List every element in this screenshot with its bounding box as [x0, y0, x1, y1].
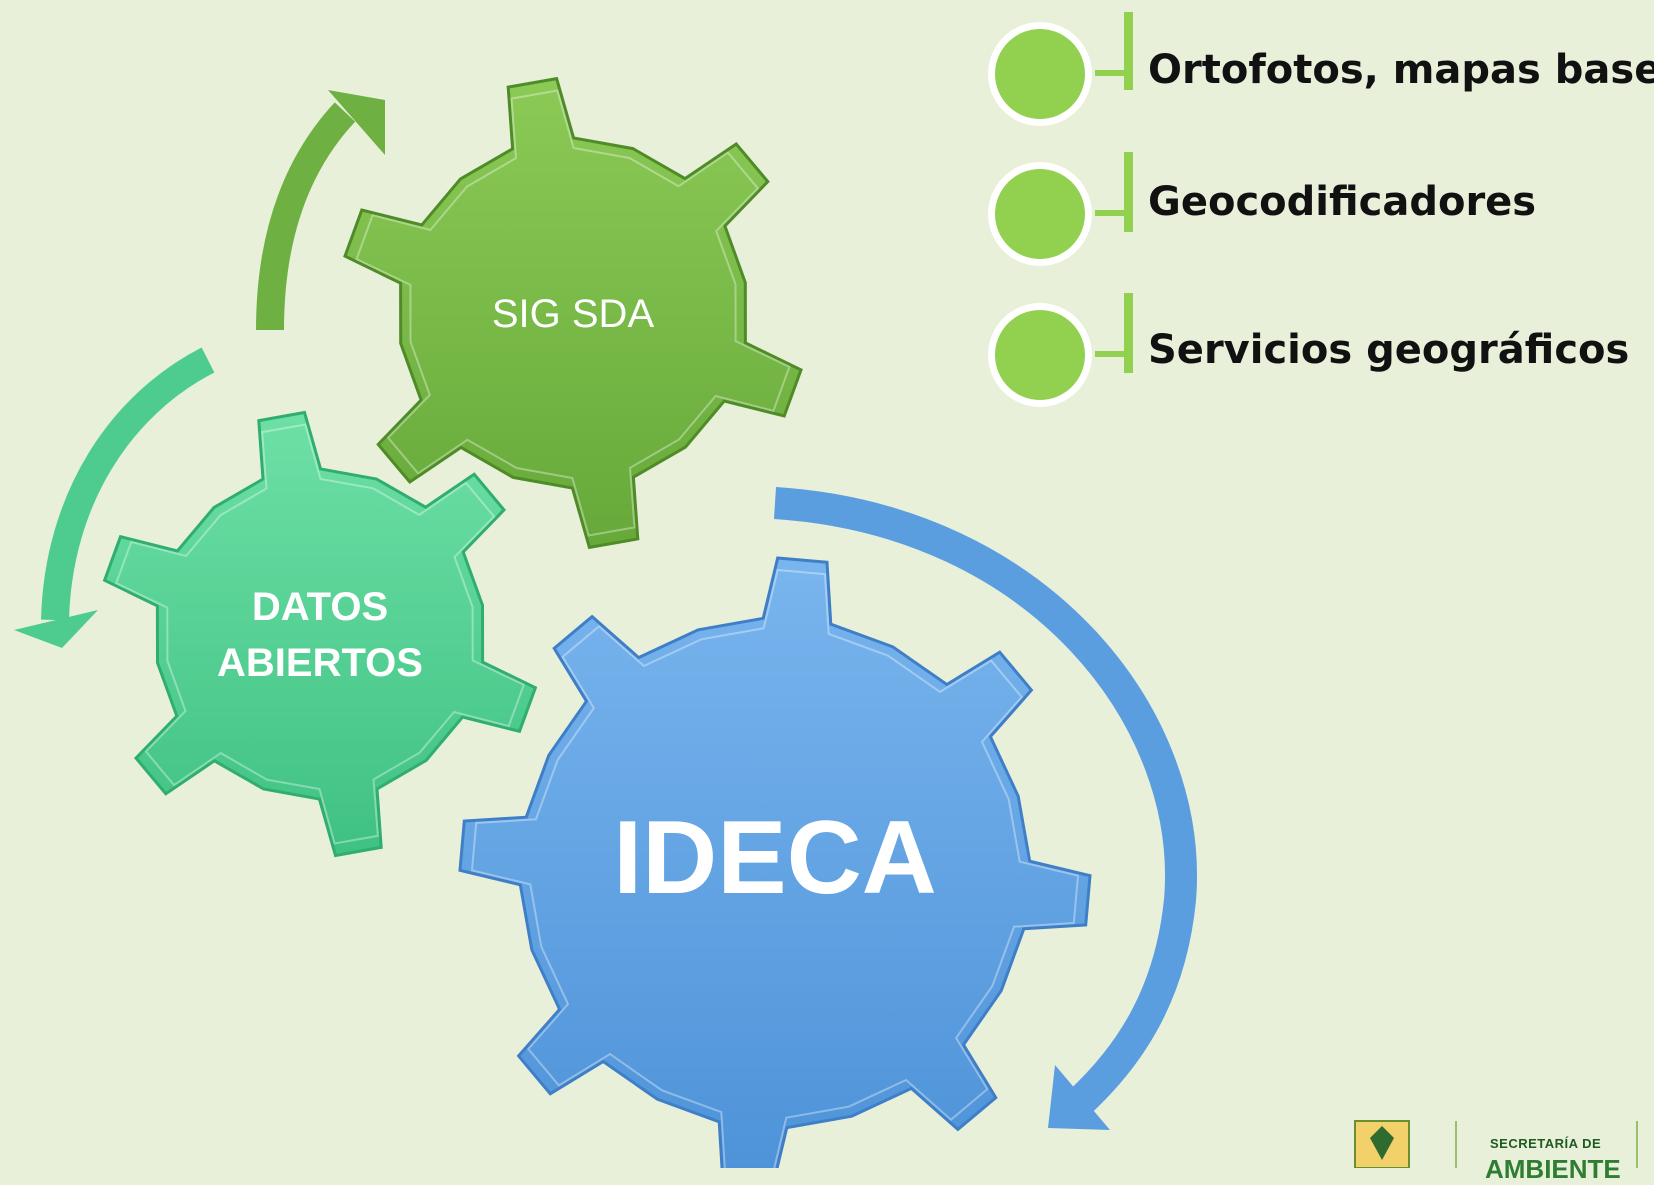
- arrow-datos-abiertos-head: [14, 610, 98, 648]
- list-item-geocodificadores: Geocodificadores: [1148, 179, 1537, 225]
- bogota-crest-icon: [1354, 1120, 1410, 1168]
- secretaria-ambiente-logo: SECRETARÍA DE AMBIENTE: [1350, 1118, 1654, 1184]
- arrow-ideca-head: [1048, 1065, 1110, 1130]
- list-bullet-2: [988, 152, 1133, 266]
- gear-datos-abiertos: [102, 410, 538, 858]
- gear-body: [343, 76, 803, 550]
- list-bullet-3: [988, 293, 1133, 407]
- gear-label-sig-sda: SIG SDA: [492, 292, 655, 336]
- list-item-servicios: Servicios geográficos: [1148, 327, 1630, 373]
- arrow-sig-sda: [256, 102, 356, 331]
- arrow-datos-abiertos: [41, 347, 215, 621]
- list-bullet-1: [988, 12, 1133, 126]
- gear-bevel: [114, 423, 526, 845]
- gear-label-ideca: IDECA: [613, 800, 937, 916]
- logo-divider-right: [1636, 1121, 1638, 1168]
- logo-line1: SECRETARÍA DE: [1490, 1136, 1602, 1151]
- list-item-ortofotos: Ortofotos, mapas base: [1148, 47, 1654, 93]
- gear-body: [458, 556, 1092, 1168]
- logo-line2: AMBIENTE: [1485, 1154, 1621, 1184]
- gear-label-datos: DATOS: [252, 585, 388, 629]
- gear-label-abiertos: ABIERTOS: [217, 641, 423, 685]
- gear-body: [102, 410, 538, 858]
- gear-bevel: [470, 568, 1080, 1168]
- arrow-sig-sda-head: [328, 90, 385, 155]
- gear-bevel: [355, 89, 791, 537]
- logo-divider: [1455, 1121, 1457, 1168]
- gear-sig-sda: [343, 76, 803, 550]
- arrow-ideca: [773, 487, 1197, 1114]
- gear-ideca: [458, 556, 1092, 1168]
